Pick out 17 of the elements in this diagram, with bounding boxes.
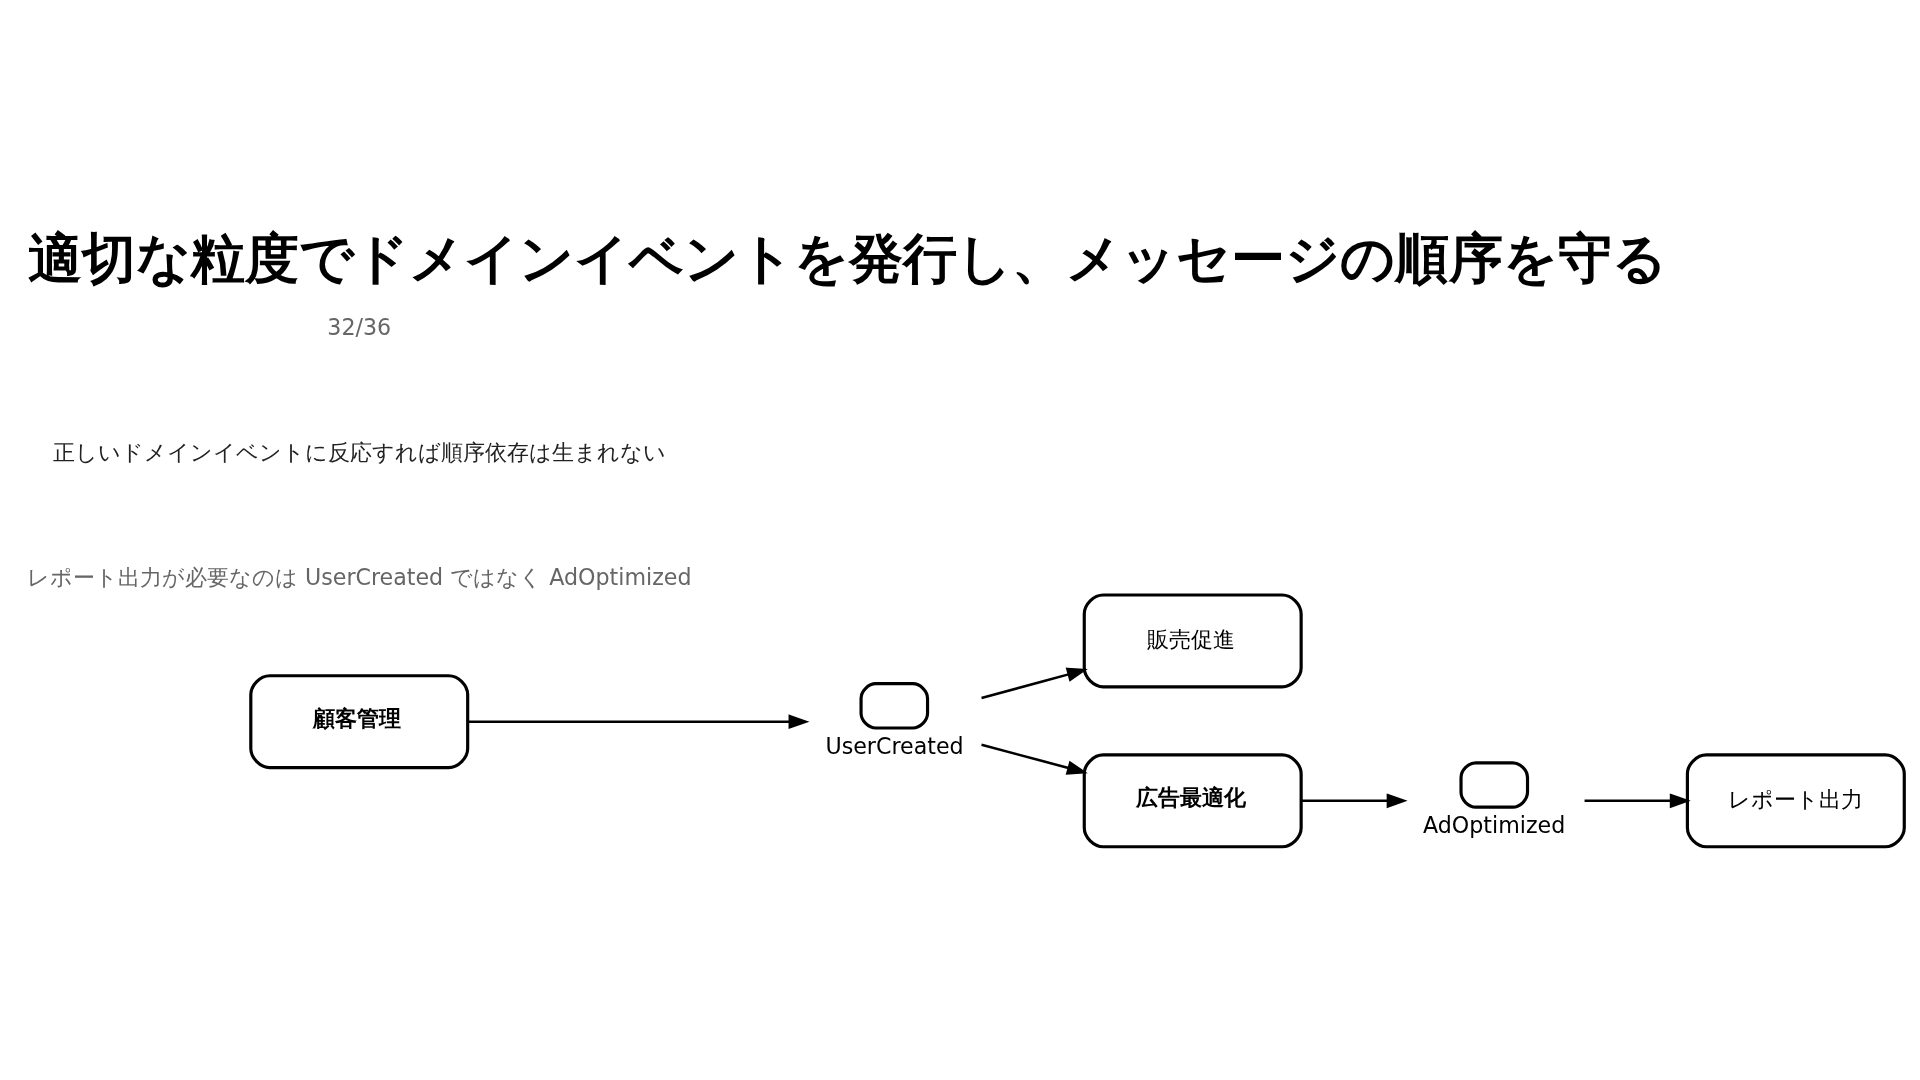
node-box: 販売促進 (1082, 593, 1303, 689)
node-box (1459, 761, 1530, 809)
arrow (981, 667, 1088, 700)
node-box: 広告最適化 (1082, 753, 1303, 849)
label: レポート出力が必要なのは UserCreated ではなく AdOptimized (26, 564, 692, 591)
node-label: AdOptimized (1423, 811, 1566, 838)
label: 32/36 (327, 313, 392, 340)
arrow (981, 743, 1088, 775)
arrow (1584, 793, 1691, 809)
node-label: UserCreated (825, 732, 964, 759)
node-box (859, 682, 930, 730)
label: 正しいドメインイベントに反応すれば順序依存は生まれない (52, 438, 666, 465)
node-box: 顧客管理 (249, 674, 470, 770)
arrow (468, 714, 810, 729)
diagram-title: 適切な粒度でドメインイベントを発行し、メッセージの順序を守る (28, 227, 1668, 291)
arrow (1301, 793, 1408, 809)
node-box: レポート出力 (1685, 753, 1906, 849)
